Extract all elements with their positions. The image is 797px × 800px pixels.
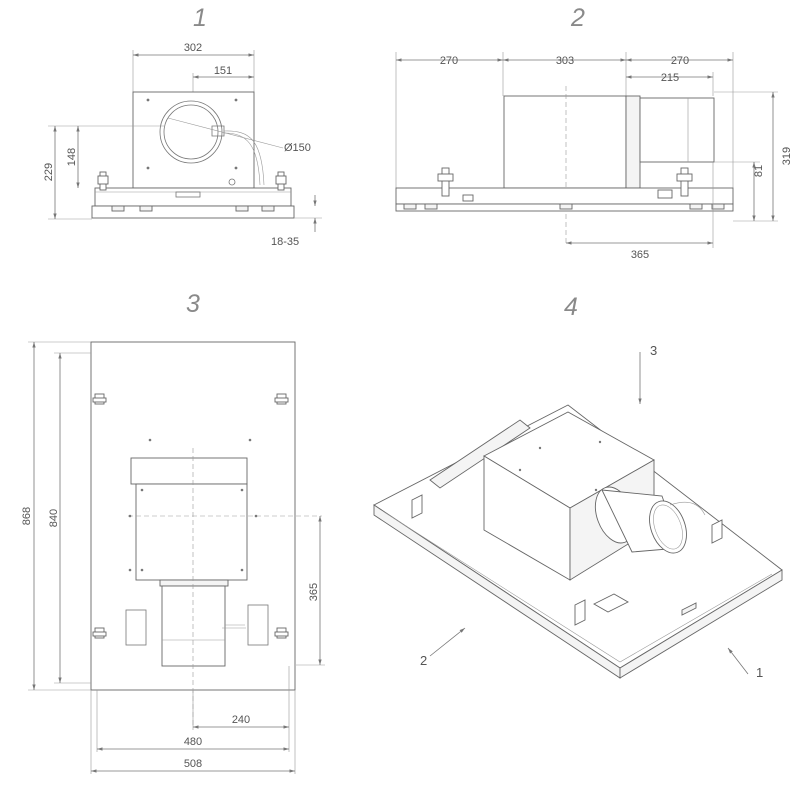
view-1-number: 1: [193, 4, 207, 32]
view-2-number: 2: [571, 4, 585, 32]
dim-side-height: 319: [781, 147, 793, 165]
side-outlet-duct: [639, 97, 715, 163]
side-view: [395, 52, 778, 248]
dim-top-offset: 365: [308, 583, 320, 601]
dim-front-half: 151: [214, 65, 232, 77]
dim-side-middle: 303: [556, 55, 574, 67]
iso-duct-outlet: [649, 500, 687, 554]
motor-box: [132, 91, 255, 189]
dim-side-left: 270: [440, 55, 458, 67]
dim-side-right: 270: [671, 55, 689, 67]
dim-front-axis-height: 148: [66, 148, 78, 166]
top-motor-box: [135, 483, 248, 581]
front-view: [48, 50, 322, 232]
dim-side-outlet: 215: [661, 72, 679, 84]
iso-callout-side: 2: [420, 653, 427, 668]
dim-top-length-inner: 840: [48, 509, 60, 527]
top-view: [28, 341, 325, 774]
dim-front-adjust: 18-35: [271, 236, 299, 248]
dim-front-height: 229: [43, 163, 55, 181]
iso-callout-front: 1: [756, 665, 763, 680]
dim-top-half-width: 240: [232, 714, 250, 726]
view-4-number: 4: [564, 293, 578, 321]
dim-top-width-inner: 480: [184, 736, 202, 748]
dim-top-length-outer: 868: [21, 507, 33, 525]
iso-callout-top: 3: [650, 343, 657, 358]
iso-view: [373, 352, 783, 679]
dim-front-width: 302: [184, 42, 202, 54]
dim-side-offset: 365: [631, 249, 649, 261]
dim-top-width-outer: 508: [184, 758, 202, 770]
top-outlet-duct: [161, 585, 226, 667]
view-3-number: 3: [186, 290, 200, 318]
dim-side-base: 81: [753, 165, 765, 177]
side-motor-box: [503, 95, 627, 189]
dim-front-duct: Ø150: [284, 142, 311, 154]
